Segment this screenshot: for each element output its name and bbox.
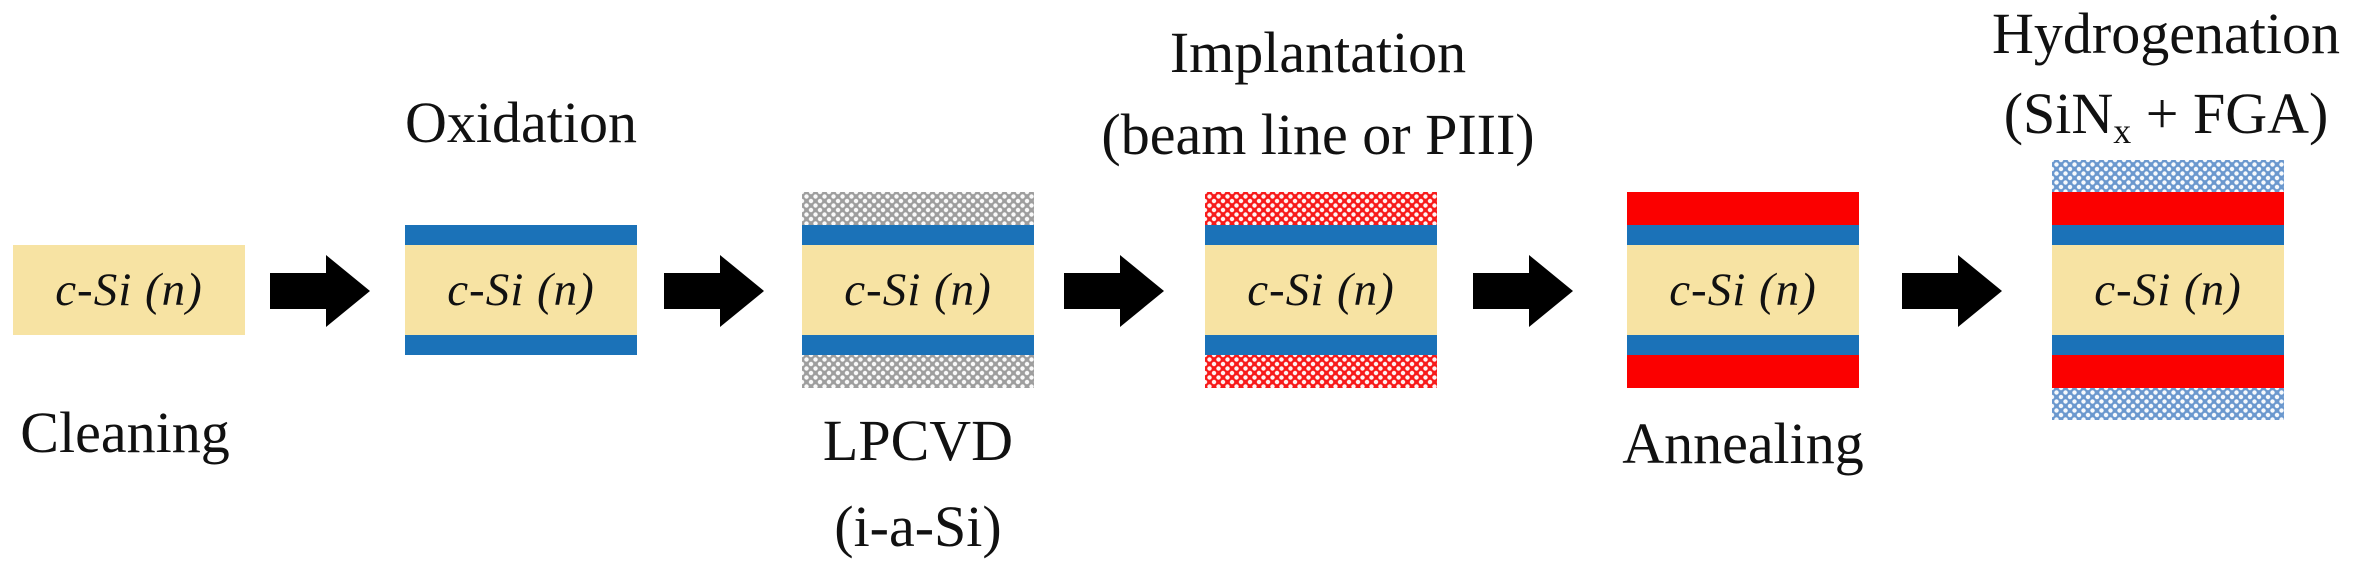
wafer-stack-annealing: c-Si (n) (1627, 192, 1859, 388)
layer-substrate: c-Si (n) (13, 245, 245, 335)
step-label-line: Annealing (1622, 411, 1864, 476)
wafer-stack-hydrogenation: c-Si (n) (2052, 160, 2284, 420)
layer-substrate: c-Si (n) (1627, 245, 1859, 335)
wafer-stack-oxidation: c-Si (n) (405, 225, 637, 355)
layer-substrate: c-Si (n) (405, 245, 637, 335)
layer-oxide (1627, 225, 1859, 245)
layer-doped-poly-si (2052, 355, 2284, 388)
layer-doped-poly-si (1627, 192, 1859, 225)
step-label-line: (SiNx + FGA) (1766, 74, 2370, 171)
layer-a-si (802, 192, 1034, 225)
layer-implanted-a-si (1205, 355, 1437, 388)
substrate-label: c-Si (n) (1247, 264, 1395, 316)
layer-oxide (2052, 335, 2284, 355)
step-label-line: Implantation (1169, 20, 1467, 85)
step-label-line: Hydrogenation (1992, 1, 2340, 66)
step-label-line: LPCVD (822, 408, 1014, 473)
step-label-oxidation: Oxidation (121, 82, 921, 164)
wafer-stack-cleaning: c-Si (n) (13, 245, 245, 335)
layer-oxide (2052, 225, 2284, 245)
wafer-stack-lpcvd: c-Si (n) (802, 192, 1034, 388)
substrate-label: c-Si (n) (2094, 264, 2242, 316)
label-text: (SiN (2003, 81, 2114, 146)
process-arrow-icon (1473, 255, 1573, 327)
layer-oxide (802, 335, 1034, 355)
step-label-cleaning: Cleaning (0, 392, 525, 474)
process-arrow-icon (270, 255, 370, 327)
step-label-implantation: Implantation (beam line or PIII) (918, 12, 1718, 176)
layer-sinx (2052, 388, 2284, 420)
substrate-label: c-Si (n) (55, 264, 203, 316)
step-label-line: Oxidation (405, 90, 637, 155)
step-label-annealing: Annealing (1343, 403, 2143, 485)
layer-oxide (405, 225, 637, 245)
layer-oxide (405, 335, 637, 355)
layer-implanted-a-si (1205, 192, 1437, 225)
layer-doped-poly-si (2052, 192, 2284, 225)
layer-a-si (802, 355, 1034, 388)
layer-substrate: c-Si (n) (2052, 245, 2284, 335)
layer-sinx (2052, 160, 2284, 192)
substrate-label: c-Si (n) (1669, 264, 1817, 316)
substrate-label: c-Si (n) (447, 264, 595, 316)
step-label-line: (beam line or PIII) (1101, 102, 1535, 167)
step-label-hydrogenation: Hydrogenation (SiNx + FGA) (1766, 0, 2370, 171)
layer-oxide (1205, 335, 1437, 355)
process-arrow-icon (1902, 255, 2002, 327)
layer-oxide (1627, 335, 1859, 355)
label-subscript: x (2113, 111, 2132, 152)
process-arrow-icon (1064, 255, 1164, 327)
label-text: + FGA) (2131, 81, 2329, 146)
substrate-label: c-Si (n) (844, 264, 992, 316)
layer-oxide (802, 225, 1034, 245)
layer-substrate: c-Si (n) (1205, 245, 1437, 335)
layer-doped-poly-si (1627, 355, 1859, 388)
step-label-line: (i-a-Si) (834, 494, 1002, 559)
step-label-line: Cleaning (20, 400, 230, 465)
layer-substrate: c-Si (n) (802, 245, 1034, 335)
process-arrow-icon (664, 255, 764, 327)
layer-oxide (1205, 225, 1437, 245)
wafer-stack-implantation: c-Si (n) (1205, 192, 1437, 388)
step-label-lpcvd: LPCVD (i-a-Si) (518, 398, 1318, 565)
